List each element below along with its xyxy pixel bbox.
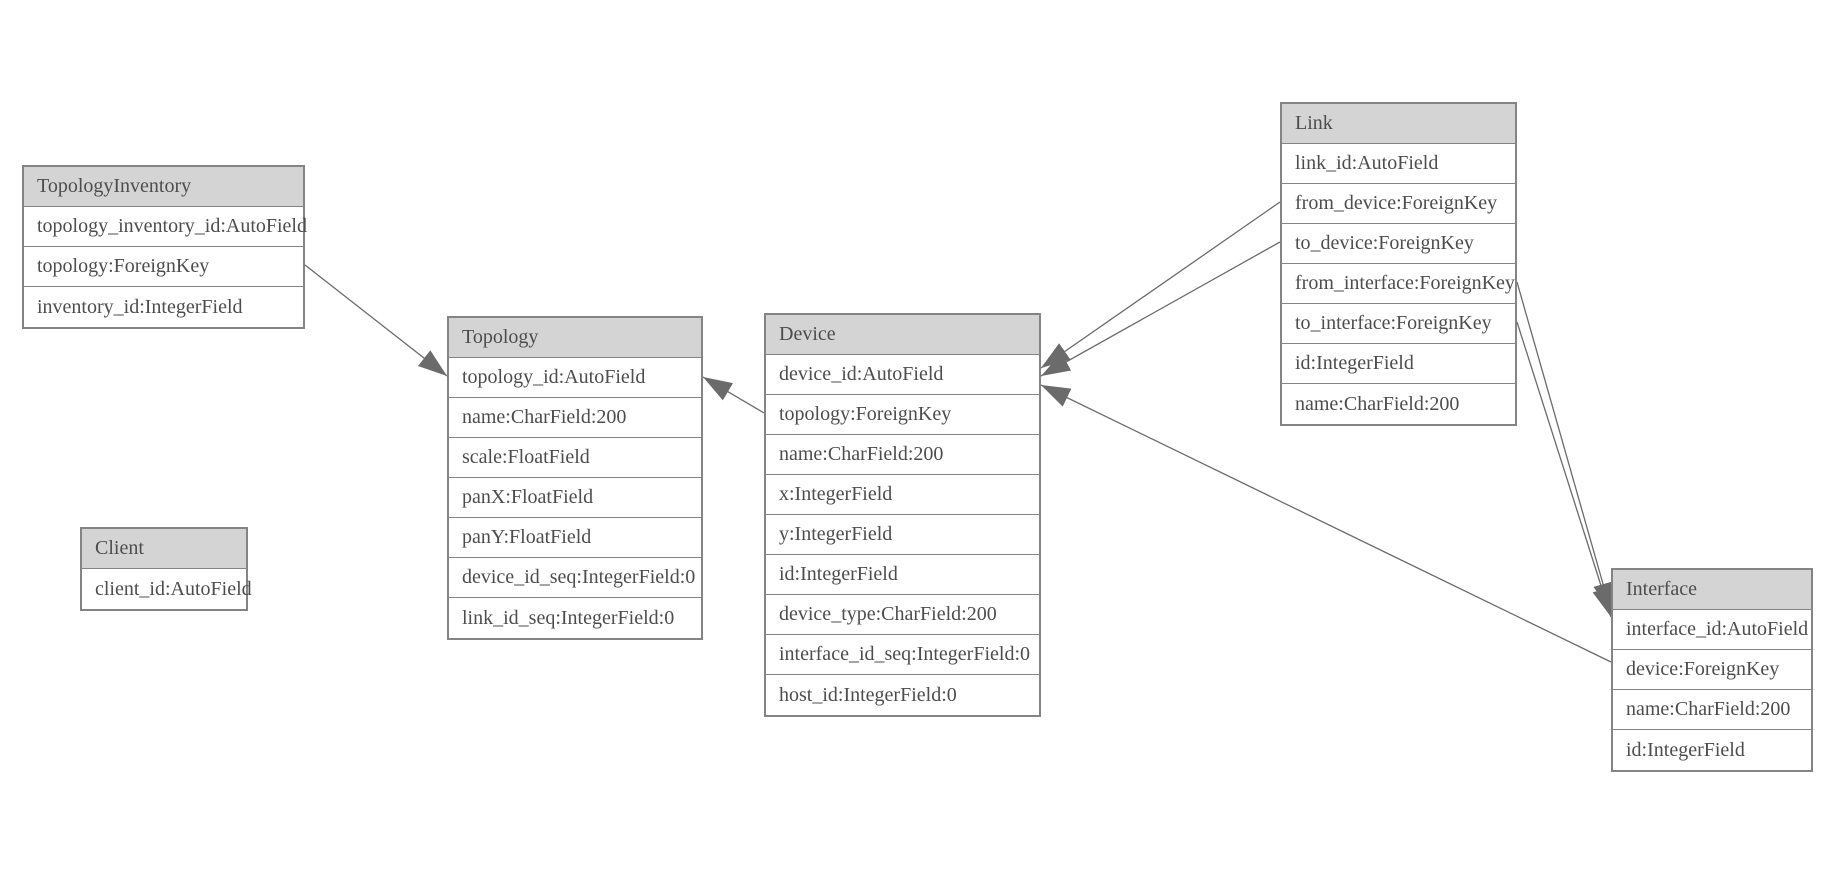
entity-interface: Interface interface_id:AutoField device:… bbox=[1611, 568, 1813, 772]
entity-client: Client client_id:AutoField bbox=[80, 527, 252, 611]
edge-device-topology bbox=[702, 376, 765, 414]
entity-link: Link link_id:AutoField from_device:Forei… bbox=[1280, 102, 1517, 426]
entity-topologyinventory: TopologyInventory topology_inventory_id:… bbox=[22, 165, 307, 329]
field-topology: topology:ForeignKey bbox=[24, 247, 303, 287]
field-id: id:IntegerField bbox=[766, 555, 1039, 595]
field-link_id_seq: link_id_seq:IntegerField:0 bbox=[449, 598, 701, 638]
entity-title: Device bbox=[766, 315, 1039, 355]
field-device_id: device_id:AutoField bbox=[766, 355, 1039, 395]
entity-device: Device device_id:AutoField topology:Fore… bbox=[764, 313, 1041, 717]
field-from_device: from_device:ForeignKey bbox=[1282, 184, 1515, 224]
edge-topologyinventory-topology bbox=[304, 264, 448, 377]
field-name: name:CharField:200 bbox=[1282, 384, 1515, 424]
field-interface_id_seq: interface_id_seq:IntegerField:0 bbox=[766, 635, 1039, 675]
field-id: id:IntegerField bbox=[1282, 344, 1515, 384]
field-name: name:CharField:200 bbox=[449, 398, 701, 438]
field-device_id_seq: device_id_seq:IntegerField:0 bbox=[449, 558, 701, 598]
field-device_type: device_type:CharField:200 bbox=[766, 595, 1039, 635]
entity-title: Client bbox=[82, 529, 246, 569]
field-topology_id: topology_id:AutoField bbox=[449, 358, 701, 398]
field-topology: topology:ForeignKey bbox=[766, 395, 1039, 435]
field-panx: panX:FloatField bbox=[449, 478, 701, 518]
field-client_id: client_id:AutoField bbox=[82, 569, 252, 609]
field-pany: panY:FloatField bbox=[449, 518, 701, 558]
field-to_interface: to_interface:ForeignKey bbox=[1282, 304, 1515, 344]
entity-title: Interface bbox=[1613, 570, 1811, 610]
field-name: name:CharField:200 bbox=[1613, 690, 1811, 730]
entity-title: Link bbox=[1282, 104, 1515, 144]
edge-link-frominterface-interface bbox=[1516, 281, 1613, 613]
field-from_interface: from_interface:ForeignKey bbox=[1282, 264, 1515, 304]
edge-link-tointerface-interface bbox=[1516, 321, 1612, 618]
field-name: name:CharField:200 bbox=[766, 435, 1039, 475]
field-link_id: link_id:AutoField bbox=[1282, 144, 1515, 184]
field-host_id: host_id:IntegerField:0 bbox=[766, 675, 1039, 715]
field-to_device: to_device:ForeignKey bbox=[1282, 224, 1515, 264]
edge-interface-device bbox=[1040, 384, 1612, 663]
field-interface_id: interface_id:AutoField bbox=[1613, 610, 1811, 650]
field-topology_inventory_id: topology_inventory_id:AutoField bbox=[24, 207, 307, 247]
field-id: id:IntegerField bbox=[1613, 730, 1811, 770]
field-x: x:IntegerField bbox=[766, 475, 1039, 515]
edge-link-todevice-device bbox=[1040, 241, 1281, 377]
entity-topology: Topology topology_id:AutoField name:Char… bbox=[447, 316, 703, 640]
entity-title: Topology bbox=[449, 318, 701, 358]
field-device: device:ForeignKey bbox=[1613, 650, 1811, 690]
field-scale: scale:FloatField bbox=[449, 438, 701, 478]
edge-link-fromdevice-device bbox=[1040, 201, 1281, 369]
field-y: y:IntegerField bbox=[766, 515, 1039, 555]
field-inventory_id: inventory_id:IntegerField bbox=[24, 287, 303, 327]
entity-title: TopologyInventory bbox=[24, 167, 303, 207]
